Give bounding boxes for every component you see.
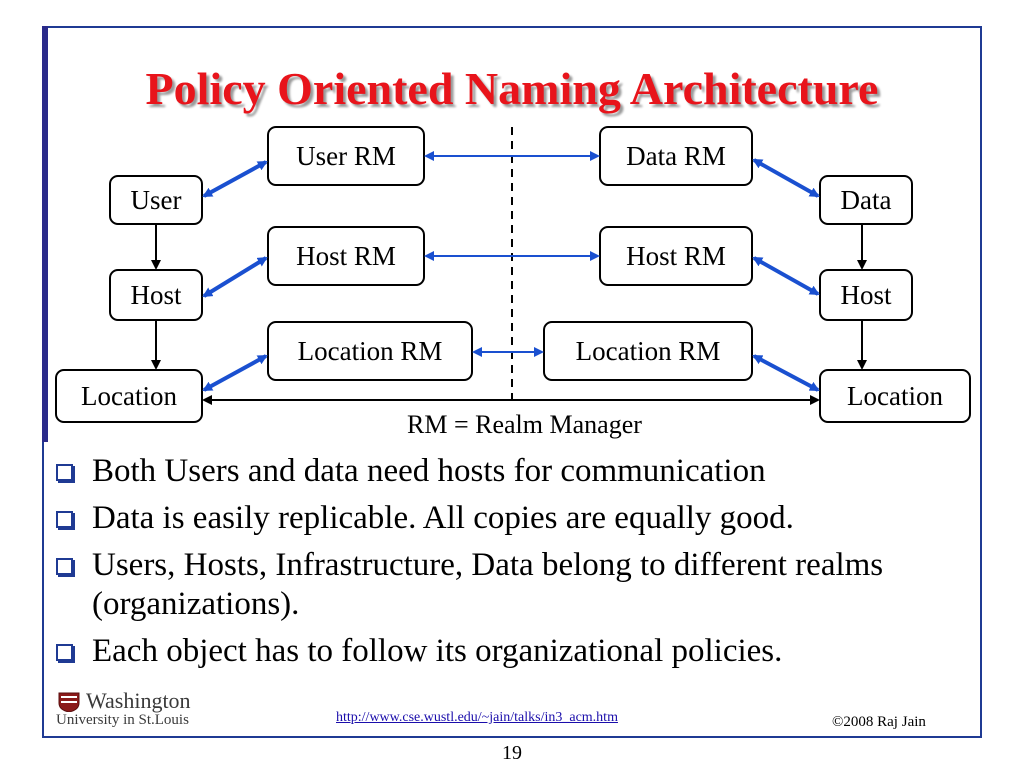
svg-text:Location RM: Location RM — [576, 336, 721, 366]
right-host-node: Host — [819, 269, 913, 321]
svg-text:Host RM: Host RM — [296, 241, 396, 271]
left-location-rm-node: Location RM — [267, 321, 473, 381]
right-host-rm-node: Host RM — [599, 226, 753, 286]
svg-text:Data RM: Data RM — [626, 141, 726, 171]
svg-text:Data: Data — [841, 185, 892, 215]
svg-text:Location RM: Location RM — [298, 336, 443, 366]
diagram-caption: RM = Realm Manager — [407, 410, 642, 439]
svg-text:User RM: User RM — [296, 141, 396, 171]
user-rm-node: User RM — [267, 126, 425, 186]
left-host-rm-node: Host RM — [267, 226, 425, 286]
svg-text:Location: Location — [847, 381, 943, 411]
arrow-location-locationrm-left — [202, 354, 268, 392]
svg-text:Host RM: Host RM — [626, 241, 726, 271]
arrow-hostrm-host-right — [752, 256, 820, 296]
svg-text:User: User — [131, 185, 182, 215]
left-location-node: Location — [55, 369, 203, 423]
square-bullet-icon — [56, 644, 73, 661]
right-location-rm-node: Location RM — [543, 321, 753, 381]
university-logo: Washington University in St.Louis — [56, 688, 236, 732]
logo-line2: University in St.Louis — [56, 712, 189, 728]
data-rm-node: Data RM — [599, 126, 753, 186]
arrow-datarm-data — [752, 158, 820, 198]
square-bullet-icon — [56, 464, 73, 481]
square-bullet-icon — [56, 511, 73, 528]
copyright-text: ©2008 Raj Jain — [832, 714, 926, 730]
svg-text:Host: Host — [130, 280, 182, 310]
arrow-host-hostrm-left — [202, 256, 268, 298]
svg-text:Location: Location — [81, 381, 177, 411]
bullet-item: Users, Hosts, Infrastructure, Data belon… — [56, 546, 956, 624]
right-location-node: Location — [819, 369, 971, 423]
left-user-node: User — [109, 175, 203, 225]
page-number: 19 — [502, 742, 522, 764]
logo-line1: Washington — [86, 688, 191, 713]
svg-text:Host: Host — [840, 280, 892, 310]
bullet-list: Both Users and data need hosts for commu… — [56, 452, 956, 679]
bullet-item: Each object has to follow its organizati… — [56, 632, 956, 671]
arrow-user-userrm — [202, 160, 268, 198]
talk-url-link[interactable]: http://www.cse.wustl.edu/~jain/talks/in3… — [336, 710, 618, 725]
bullet-item: Both Users and data need hosts for commu… — [56, 452, 956, 491]
bullet-item: Data is easily replicable. All copies ar… — [56, 499, 956, 538]
arrow-locationrm-location-right — [752, 354, 820, 392]
square-bullet-icon — [56, 558, 73, 575]
slide-title: Policy Oriented Naming Architecture — [145, 63, 879, 114]
frame-accent-bar — [42, 26, 48, 442]
left-host-node: Host — [109, 269, 203, 321]
right-data-node: Data — [819, 175, 913, 225]
shield-icon — [58, 692, 80, 712]
